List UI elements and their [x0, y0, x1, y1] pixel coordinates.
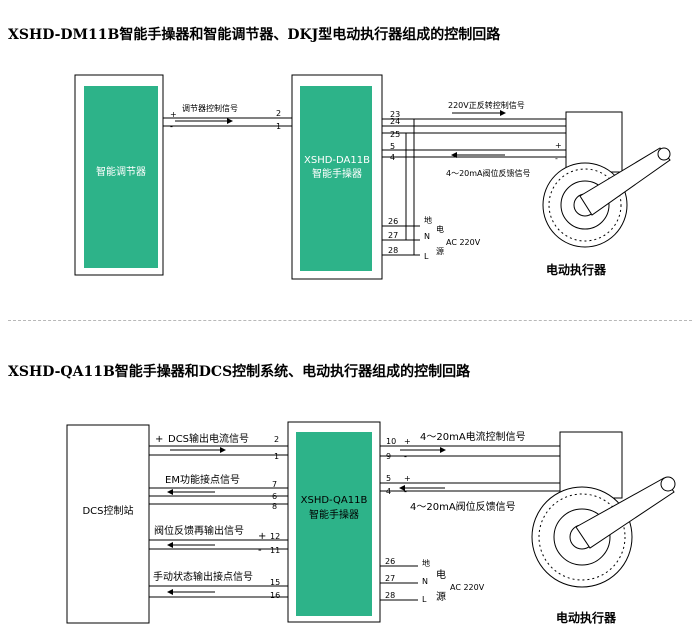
handler2-panel — [296, 432, 372, 616]
handler2-model: XSHD-QA11B — [301, 495, 368, 506]
actuator-1-bolt-ring — [548, 168, 622, 242]
handler1-model: XSHD-DA11B — [304, 155, 370, 166]
handler1-panel — [300, 86, 372, 271]
ac2-voltage: AC 220V — [450, 583, 485, 592]
actuator-1 — [542, 111, 671, 248]
terminal-1: 1 — [276, 122, 281, 131]
feedback2-minus: - — [404, 487, 407, 496]
terminal-23: 23 — [390, 110, 400, 119]
actuator-2 — [531, 431, 676, 588]
plus-sign: + — [170, 110, 177, 119]
drive-signal-label: 220V正反转控制信号 — [448, 100, 525, 110]
terminal2-26: 26 — [385, 557, 395, 566]
power-label-2: 源 — [436, 247, 444, 256]
dcs-frame — [66, 424, 150, 624]
dcs-output-plus: + — [155, 434, 163, 445]
terminal2-27: 27 — [385, 574, 395, 583]
current-control-label: 4～20mA电流控制信号 — [420, 430, 526, 443]
control-minus: - — [404, 452, 407, 461]
diagram-1: 智能调节器 XSHD-DA11B 智能手操器 调节器控制信号 + - 2 1 2… — [74, 74, 671, 280]
terminal2-12: 12 — [270, 532, 280, 541]
section-divider — [8, 320, 692, 321]
neutral-label: N — [424, 232, 430, 241]
valve-feedback-out-label: 阀位反馈再输出信号 — [154, 524, 244, 537]
feedback-plus: + — [555, 141, 562, 150]
actuator-1-lever — [579, 147, 671, 216]
feedback2-label: 4～20mA阀位反馈信号 — [410, 500, 516, 513]
terminal-2: 2 — [276, 109, 281, 118]
diagram-2: DCS控制站 XSHD-QA11B 智能手操器 + DCS输出电流信号 - 2 … — [66, 421, 676, 625]
neutral2-label: N — [422, 577, 428, 586]
valve-feedback-minus: - — [258, 545, 262, 556]
top-diagram-title: XSHD-DM11B智能手操器和智能调节器、DKJ型电动执行器组成的控制回路 — [8, 27, 501, 43]
terminal2-10: 10 — [386, 437, 396, 446]
terminal2-8: 8 — [272, 502, 277, 511]
terminal2-2: 2 — [274, 435, 279, 444]
terminal2-5: 5 — [386, 474, 391, 483]
terminal-4: 4 — [390, 153, 395, 162]
feedback-signal-label: 4～20mA阀位反馈信号 — [446, 168, 531, 178]
em-contact-label: EM功能接点信号 — [165, 473, 240, 486]
feedback2-plus: + — [404, 474, 411, 483]
manual-status-label: 手动状态输出接点信号 — [153, 570, 253, 583]
actuator-2-lever-pin — [660, 476, 676, 492]
ground2-label: 地 — [422, 558, 430, 568]
terminal2-1: 1 — [274, 452, 279, 461]
terminal2-4: 4 — [386, 487, 391, 496]
regulator-panel — [84, 86, 158, 268]
valve-feedback-plus: + — [258, 531, 266, 542]
terminal2-7: 7 — [272, 480, 277, 489]
actuator-1-housing — [565, 111, 623, 173]
bottom-diagram-title: XSHD-QA11B智能手操器和DCS控制系统、电动执行器组成的控制回路 — [8, 364, 471, 380]
actuator-1-lever-pin — [657, 147, 671, 161]
ground-label: 地 — [424, 215, 432, 225]
regulator-signal-label: 调节器控制信号 — [182, 103, 238, 113]
terminal2-28: 28 — [385, 591, 395, 600]
power-label-1: 电 — [436, 224, 444, 234]
handler2-name: 智能手操器 — [309, 508, 359, 521]
actuator-2-housing — [559, 431, 623, 499]
terminal2-6: 6 — [272, 492, 277, 501]
actuator-2-bolt-ring — [538, 493, 626, 581]
terminal2-11: 11 — [270, 546, 280, 555]
terminal-5: 5 — [390, 142, 395, 151]
control-plus: + — [404, 437, 411, 446]
actuator-2-label: 电动执行器 — [556, 610, 617, 625]
dcs-output-label: DCS输出电流信号 — [168, 432, 249, 445]
terminal-26: 26 — [388, 217, 398, 226]
power2-label-1: 电 — [436, 568, 446, 581]
minus-sign: - — [170, 122, 173, 131]
regulator-label: 智能调节器 — [96, 165, 146, 178]
terminal-25: 25 — [390, 130, 400, 139]
actuator-1-label: 电动执行器 — [546, 262, 607, 277]
terminal2-15: 15 — [270, 578, 280, 587]
dcs-output-minus: - — [155, 450, 159, 461]
power2-label-2: 源 — [436, 590, 446, 603]
handler1-name: 智能手操器 — [312, 167, 362, 180]
terminal-24: 24 — [390, 117, 400, 126]
terminal2-16: 16 — [270, 591, 280, 600]
ac-voltage: AC 220V — [446, 238, 481, 247]
terminal-28: 28 — [388, 246, 398, 255]
feedback-minus: - — [555, 154, 558, 163]
actuator-2-lever — [575, 477, 675, 549]
dcs-label: DCS控制站 — [82, 504, 133, 517]
terminal2-9: 9 — [386, 452, 391, 461]
terminal-27: 27 — [388, 231, 398, 240]
live-label: L — [424, 252, 429, 261]
live2-label: L — [422, 595, 427, 604]
